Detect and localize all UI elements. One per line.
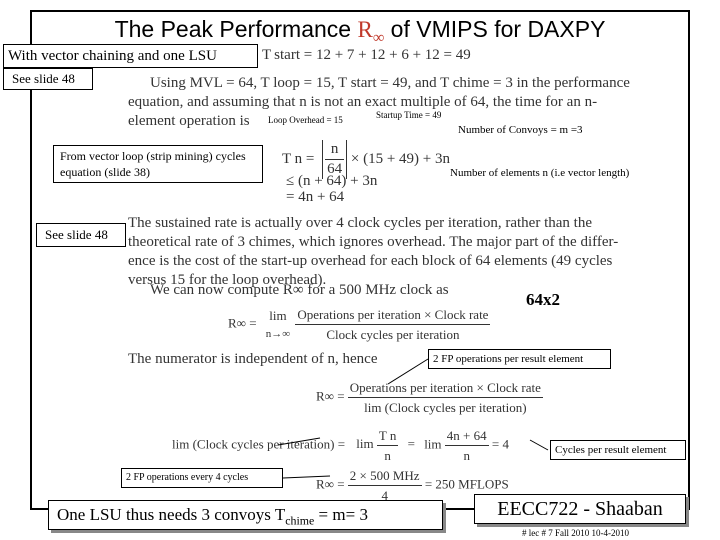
para2-line2: theoretical rate of 3 chimes, which igno…	[128, 234, 619, 250]
see-slide-48-mid: See slide 48	[36, 223, 126, 247]
lecture-info: # lec # 7 Fall 2010 10-4-2010	[522, 528, 629, 538]
convoys-label: Number of Convoys = m =3	[458, 124, 583, 136]
para1-line1: Using MVL = 64, T loop = 15, T start = 4…	[150, 75, 630, 91]
num-elements-label: Number of elements n (i.e vector length)	[450, 167, 630, 179]
para2-line4: versus 15 for the loop overhead).	[128, 272, 327, 288]
one-lsu-callout: One LSU thus needs 3 convoys Tchime = m=…	[48, 500, 443, 530]
numerator-line: The numerator is independent of n, hence	[128, 351, 378, 367]
vector-chaining-callout: With vector chaining and one LSU	[3, 44, 258, 68]
fp-ops-every-4-callout: 2 FP operations every 4 cycles	[121, 468, 283, 488]
arrow-cycles	[529, 439, 549, 451]
para2-line3: ence is the cost of the start-up overhea…	[128, 253, 613, 269]
arrow-fp-per-result	[387, 358, 429, 385]
arrow-lim	[277, 437, 321, 446]
startup-time-label: Startup Time = 49	[376, 110, 442, 120]
course-badge: EECC722 - Shaaban	[474, 494, 686, 524]
see-slide-48-top: See slide 48	[3, 68, 93, 90]
tstart-equation: T start = 12 + 7 + 12 + 6 + 12 = 49	[262, 47, 471, 63]
rinf-equation-2: R∞ = Operations per iteration × Clock ra…	[316, 380, 543, 415]
inequality-2: = 4n + 64	[286, 189, 345, 205]
arrow-fp-every-4	[282, 475, 331, 479]
slide-title: The Peak Performance R∞ of VMIPS for DAX…	[114, 16, 606, 47]
loop-overhead-label: Loop Overhead = 15	[268, 115, 343, 125]
cycles-per-result-callout: Cycles per result element	[550, 440, 686, 460]
fp-ops-per-result-callout: 2 FP operations per result element	[428, 349, 611, 369]
para1-line3: element operation is	[128, 113, 250, 129]
lim-equation: lim (Clock cycles per iteration) = lim T…	[172, 428, 509, 463]
size-64x2-label: 64x2	[526, 290, 560, 309]
para2-line1: The sustained rate is actually over 4 cl…	[128, 215, 592, 231]
strip-mining-callout: From vector loop (strip mining) cycles e…	[53, 145, 263, 183]
para1-line2: equation, and assuming that n is not an …	[128, 94, 598, 110]
compute-line: We can now compute R∞ for a 500 MHz cloc…	[150, 282, 449, 298]
inequality-1: ≤ (n + 64) + 3n	[286, 173, 378, 189]
